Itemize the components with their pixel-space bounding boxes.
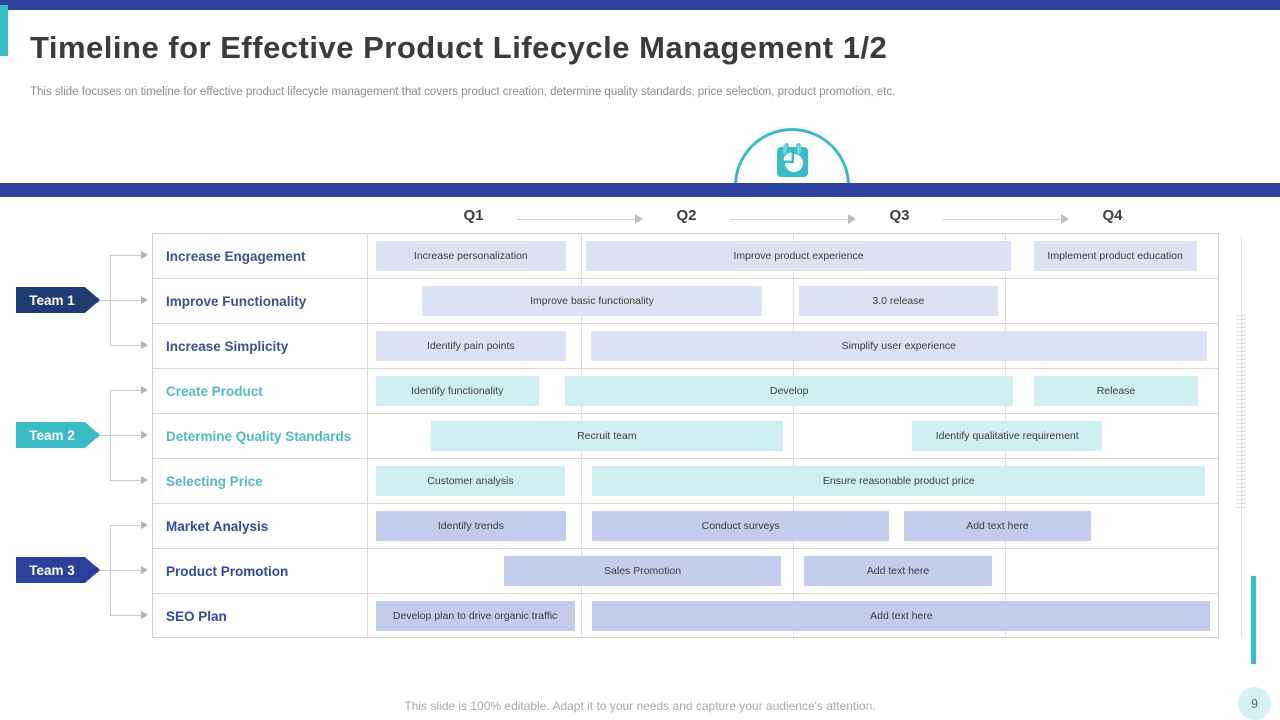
connector-line [110,480,141,481]
arrow-right-icon [141,611,148,619]
connector-line [110,525,141,526]
row-label: Create Product [153,369,368,413]
timeline-bar: Implement product education [1033,241,1197,271]
side-accent-bar [1251,576,1256,664]
quarter-label-q1: Q1 [463,206,484,224]
arrow-right-icon [141,431,148,439]
footer-note: This slide is 100% editable. Adapt it to… [404,699,876,713]
row-label: Increase Engagement [153,234,368,278]
timeline-bar: Identify qualitative requirement [912,421,1103,451]
connector-line [110,390,141,391]
arrow-right-icon [141,251,148,259]
row-bars: Identify pain points Simplify user experi… [368,324,1218,368]
timeline-bar: Recruit team [430,421,783,451]
connector-line [99,300,141,301]
connector-line [110,255,141,256]
calendar-pie-icon [777,143,808,177]
arrow-right-icon [517,214,643,224]
table-row: Product Promotion Sales Promotion Add tex… [153,549,1218,594]
row-bars: Develop plan to drive organic traffic Add… [368,594,1218,639]
timeline-bar: Develop plan to drive organic traffic [375,601,575,631]
table-row: Increase Engagement Increase personaliza… [153,234,1218,279]
table-row: Selecting Price Customer analysis Ensure … [153,459,1218,504]
row-label: Improve Functionality [153,279,368,323]
row-bars: Identify trends Conduct surveys Add text h… [368,504,1218,548]
row-bars: Recruit team Identify qualitative require… [368,414,1218,458]
arrow-right-icon [141,386,148,394]
row-label: SEO Plan [153,594,368,639]
table-row: Create Product Identify functionality Dev… [153,369,1218,414]
row-bars: Improve basic functionality 3.0 release [368,279,1218,323]
table-row: Improve Functionality Improve basic func… [153,279,1218,324]
quarter-header: Q1 Q2 Q3 Q4 [367,197,1219,233]
divider-ribbon [0,183,1280,197]
hero-circle-clip [0,0,1280,183]
top-ribbon [0,0,1280,10]
page-title: Timeline for Effective Product Lifecycle… [30,30,888,65]
arrow-right-icon [141,296,148,304]
timeline-bar: Identify trends [375,511,567,541]
row-label: Increase Simplicity [153,324,368,368]
quarter-label-q2: Q2 [676,206,697,224]
quarter-label-q4: Q4 [1102,206,1123,224]
timeline-bar: Identify functionality [375,376,539,406]
timeline-bar: Sales Promotion [504,556,782,586]
connector-line [110,345,141,346]
row-bars: Identify functionality Develop Release [368,369,1218,413]
side-coil-decoration [1236,315,1246,511]
arrow-right-icon [141,566,148,574]
table-row: SEO Plan Develop plan to drive organic t… [153,594,1218,639]
quarter-label-q3: Q3 [889,206,910,224]
page-subtitle: This slide focuses on timeline for effec… [30,86,896,98]
timeline-bar: Improve product experience [585,241,1012,271]
row-label: Product Promotion [153,549,368,593]
timeline-bar: Increase personalization [375,241,567,271]
row-bars: Sales Promotion Add text here [368,549,1218,593]
row-label: Selecting Price [153,459,368,503]
table-row: Market Analysis Identify trends Conduct s… [153,504,1218,549]
timeline-bar: Ensure reasonable product price [592,466,1206,496]
arrow-right-icon [730,214,856,224]
team-1-badge: Team 1 [16,287,100,313]
team-2-badge: Team 2 [16,422,100,448]
table-row: Increase Simplicity Identify pain points… [153,324,1218,369]
row-label: Determine Quality Standards [153,414,368,458]
page-number-badge: 9 [1238,687,1271,720]
hero-circle [734,128,850,183]
row-bars: Customer analysis Ensure reasonable produ… [368,459,1218,503]
timeline-bar: Develop [565,376,1014,406]
connector-line [99,435,141,436]
timeline-bar: Improve basic functionality [421,286,763,316]
grid-line [793,234,794,637]
connector-line [110,615,141,616]
timeline-bar: 3.0 release [798,286,998,316]
title-accent-bar [0,5,8,56]
timeline-bar: Identify pain points [375,331,567,361]
arrow-right-icon [943,214,1069,224]
arrow-right-icon [141,341,148,349]
arrow-right-icon [141,476,148,484]
row-label: Market Analysis [153,504,368,548]
arrow-right-icon [141,521,148,529]
timeline-bar: Add text here [903,511,1092,541]
timeline-table: Increase Engagement Increase personaliza… [152,233,1219,639]
team-3-badge: Team 3 [16,557,100,583]
timeline-bar: Release [1033,376,1199,406]
timeline-bar: Add text here [592,601,1211,631]
table-row: Determine Quality Standards Recruit team… [153,414,1218,459]
row-bars: Increase personalization Improve product … [368,234,1218,278]
timeline-bar: Add text here [804,556,992,586]
timeline-bar: Conduct surveys [592,511,890,541]
timeline-bar: Customer analysis [375,466,566,496]
connector-line [99,570,141,571]
timeline-bar: Simplify user experience [590,331,1207,361]
